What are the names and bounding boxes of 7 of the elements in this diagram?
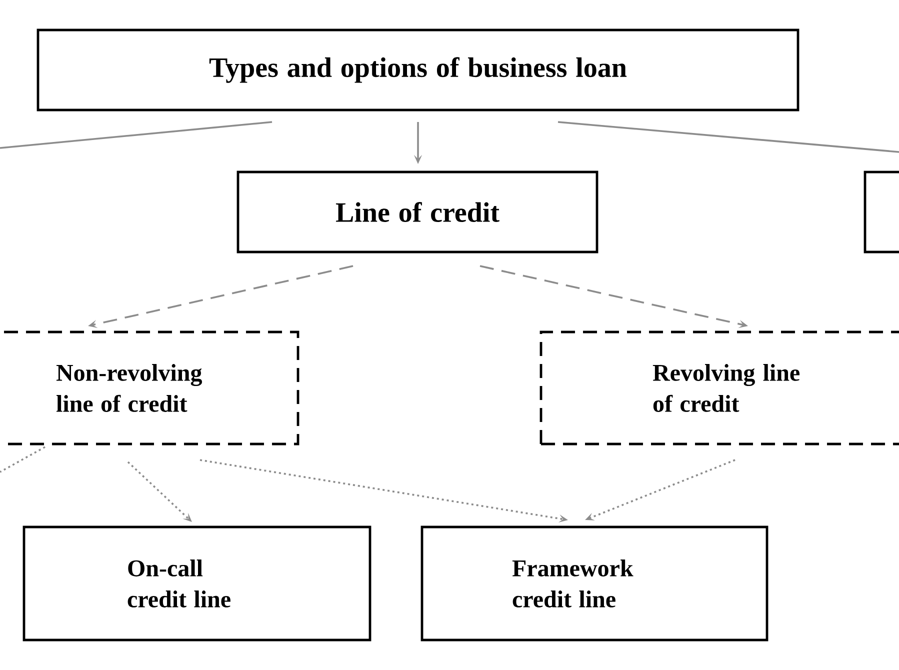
category-box bbox=[864, 170, 899, 254]
category-box: Non-revolving line of credit bbox=[0, 330, 300, 446]
product-box: Framework credit line bbox=[420, 526, 768, 642]
title-box: Types and options of business loan bbox=[36, 28, 800, 112]
category-box: Revolving line of credit bbox=[540, 330, 899, 446]
product-box: On-call credit line bbox=[22, 526, 372, 642]
category-box: Line of credit bbox=[236, 170, 598, 254]
